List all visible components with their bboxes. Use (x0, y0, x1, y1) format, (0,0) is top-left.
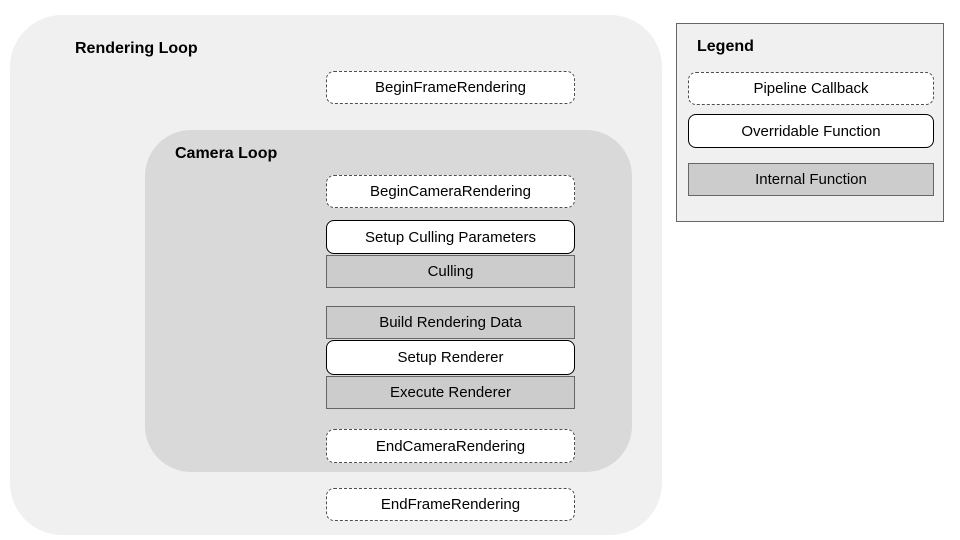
node-end-camera-rendering: EndCameraRendering (326, 429, 575, 463)
node-build-rendering-data: Build Rendering Data (326, 306, 575, 339)
legend-item-overridable-function: Overridable Function (688, 114, 934, 148)
node-setup-culling-parameters: Setup Culling Parameters (326, 220, 575, 254)
node-execute-renderer: Execute Renderer (326, 376, 575, 409)
rendering-loop-title: Rendering Loop (75, 40, 198, 57)
node-end-frame-rendering: EndFrameRendering (326, 488, 575, 521)
node-begin-frame-rendering: BeginFrameRendering (326, 71, 575, 104)
legend-item-pipeline-callback: Pipeline Callback (688, 72, 934, 105)
node-setup-renderer: Setup Renderer (326, 340, 575, 375)
node-begin-camera-rendering: BeginCameraRendering (326, 175, 575, 208)
camera-loop-title: Camera Loop (175, 145, 278, 162)
node-culling: Culling (326, 255, 575, 288)
legend-item-internal-function: Internal Function (688, 163, 934, 196)
legend-title: Legend (697, 38, 754, 55)
